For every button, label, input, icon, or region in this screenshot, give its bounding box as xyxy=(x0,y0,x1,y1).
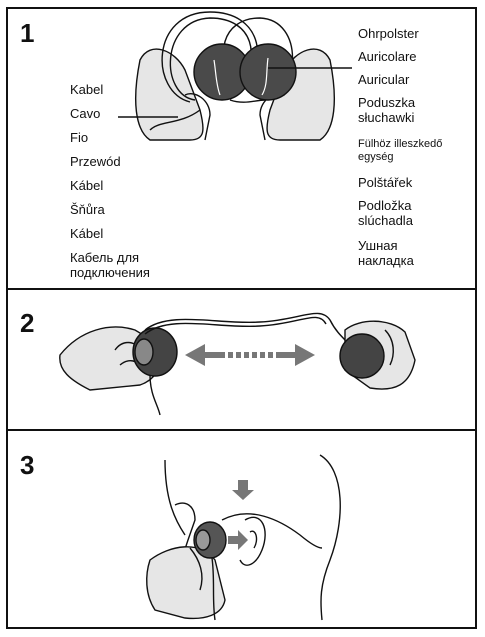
wearing-illustration xyxy=(147,455,341,620)
stretch-illustration xyxy=(60,313,415,415)
headphones-illustration xyxy=(118,12,352,140)
